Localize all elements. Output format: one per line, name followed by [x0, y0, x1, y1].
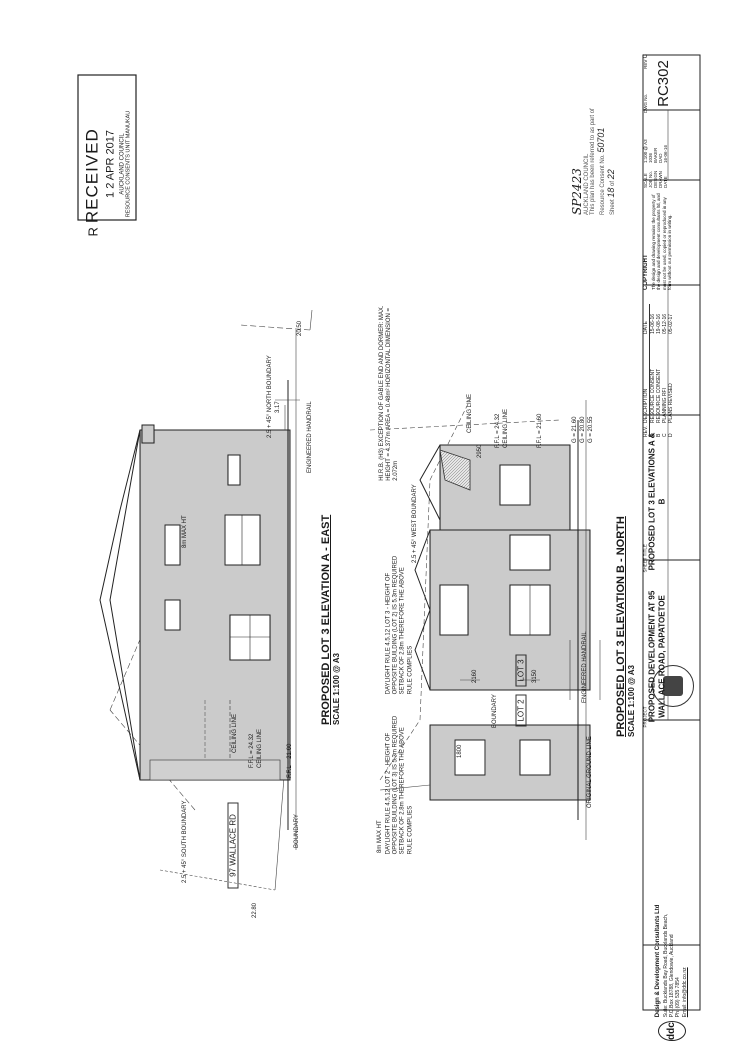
copyright-text: The design and drawing remains the prope…: [650, 193, 673, 290]
ea-dim-mid: 3.17: [275, 401, 281, 413]
eb-lvl2: G = 20.80: [580, 416, 586, 443]
eb-hirb-note: HI.R.B. (H3) EXCEPTION OF GABLE END AND …: [379, 305, 400, 481]
elevation-a-scale: SCALE 1:100 @ A3: [332, 653, 341, 725]
elevation-b-title-block: PROPOSED LOT 3 ELEVATION B - NORTH SCALE…: [615, 516, 645, 737]
approved-sheet-no: 18: [606, 187, 616, 198]
dwg-label: DWG No.: [643, 93, 648, 113]
eb-dim-1800: 1800: [457, 744, 463, 758]
approved-consent-no: 50701: [596, 127, 606, 153]
eb-ceiling-line: CEILING LINE: [467, 393, 473, 433]
approved-of-label: of: [610, 180, 616, 186]
ea-dim-right: 20.50: [297, 320, 303, 336]
rev-label: REV: [643, 59, 648, 69]
eb-west-boundary: 2.5 + 45° WEST BOUNDARY: [412, 484, 418, 563]
eb-lvl3: G = 20.55: [588, 416, 594, 443]
eb-ceiling-line2: CEILING LINE: [503, 408, 509, 448]
rev-value: C: [643, 54, 649, 59]
copyright-section: COPYRIGHT The design and drawing remains…: [643, 187, 700, 290]
eb-ffl-upper: F.F.L = 24.32: [495, 413, 501, 448]
ea-handrail: ENGINEERED HANDRAIL: [307, 401, 313, 473]
table-row: D PLANS REVISED 05-02-17: [668, 304, 674, 437]
table-row: DATE 16-06-16: [663, 119, 668, 188]
approved-sheet-total: 22: [606, 169, 616, 180]
eb-lot3-label: LOT 3: [515, 654, 527, 687]
ea-ffl-upper: F.F.L = 24.32: [249, 733, 255, 768]
company-name: Design & Development Consultants Ltd: [655, 904, 662, 1018]
elevation-b-drawing: [369, 399, 601, 840]
eb-lot2-label: LOT 2: [515, 694, 527, 727]
eb-dim-2160: 2160: [472, 669, 478, 683]
company-section: ddc Design & Development Consultants Ltd…: [643, 905, 700, 1041]
rev-code: D: [668, 433, 674, 437]
rev-header-rev: REV.: [643, 425, 649, 437]
rev-header-date: DATE: [643, 321, 649, 334]
revisions-table: REV. DESCRIPTION DATE A RESOURCE CONSENT…: [643, 304, 700, 437]
sheet-number: RC302: [655, 60, 672, 107]
project-name: PROPOSED DEVELOPMENT AT 95 WALLACE ROAD,…: [647, 590, 667, 723]
ea-north-boundary: 2.5 + 45° NORTH BOUNDARY: [267, 355, 273, 438]
elevation-a-drawing: [99, 309, 313, 891]
elevation-b-scale: SCALE 1:100 @ A3: [627, 665, 636, 737]
stamp-received-title: RECEIVED: [82, 128, 102, 224]
company-email: Email: info@ddc.co.nz: [681, 967, 688, 1018]
rev-date: 05-02-17: [668, 313, 674, 334]
ea-road-label: 97 WALLACE RD: [227, 802, 239, 889]
eb-dim-2950: 2950: [477, 444, 483, 458]
eb-lvl1: G = 21.60: [572, 416, 578, 443]
sheet-title-section: SHEET TITLE PROPOSED LOT 3 ELEVATIONS A …: [643, 431, 700, 573]
rev-header-desc: DESCRIPTION: [643, 388, 649, 423]
ea-dim-left: 22.80: [252, 902, 258, 918]
ea-ceiling-line2: CEILING LINE: [257, 728, 263, 768]
revisions-header: REV. DESCRIPTION DATE: [643, 304, 650, 437]
company-logo: ddc: [657, 1021, 686, 1041]
eb-handrail: ENGINEERED HANDRAIL: [582, 631, 588, 703]
approved-handwritten-ref: SP2423: [570, 168, 584, 215]
eb-ground: ORIGINAL GROUND LINE: [587, 736, 593, 808]
ea-ceiling-line: CEILING LINE: [232, 713, 238, 753]
ea-south-boundary: 2.5 + 45° SOUTH BOUNDARY: [182, 800, 188, 883]
ea-boundary: BOUNDARY: [294, 814, 300, 848]
elevation-a-title-block: PROPOSED LOT 3 ELEVATION A - EAST SCALE …: [320, 505, 350, 725]
ea-max-ht: 8m MAX HT: [182, 515, 188, 548]
stamp-received-date: 1 2 APR 2017: [104, 130, 117, 198]
eb-daylight-lot2: DAYLIGHT RULE 4.5.12 LOT 2 - HEIGHT OF O…: [385, 715, 414, 855]
eb-daylight-lot3: DAYLIGHT RULE 4.5.12 LOT 3 - HEIGHT OF O…: [385, 555, 414, 695]
stamp-dept: RESOURCE CONSENTS UNIT MANUKAU: [125, 110, 132, 218]
accreditation-badge-icon: [652, 665, 694, 707]
elevation-a-title: PROPOSED LOT 3 ELEVATION A - EAST: [320, 514, 332, 725]
copyright-title: COPYRIGHT: [643, 254, 649, 290]
elevation-b-title: PROPOSED LOT 3 ELEVATION B - NORTH: [615, 516, 627, 737]
sheet-title: PROPOSED LOT 3 ELEVATIONS A & B: [647, 432, 667, 571]
stamp-prefix: R: [85, 227, 100, 237]
meta-key: DATE: [663, 176, 668, 188]
rev-desc: PLANS REVISED: [668, 383, 674, 423]
company-logo-text: ddc: [666, 1022, 677, 1040]
title-block-frame: [642, 54, 701, 1011]
dwg-section: DWG No. REV C RC302: [643, 54, 700, 113]
ea-ffl-lower: F.F.L = 21.60: [287, 743, 293, 778]
eb-max-ht: 8m MAX HT: [377, 820, 383, 853]
eb-ffl-lower: F.F.L = 21.60: [537, 413, 543, 448]
approved-sheet-row: Sheet 18 of 22: [606, 35, 616, 215]
approved-consent-row: Resource Consent No. 50701: [596, 35, 606, 215]
received-stamp-frame: [77, 74, 137, 221]
meta-value: 16-06-16: [663, 144, 668, 163]
received-stamp: R RECEIVED 1 2 APR 2017 AUCKLAND COUNCIL…: [79, 92, 137, 237]
approved-stamp: SP2423 AUCKLAND COUNCIL This plan has be…: [570, 35, 630, 215]
project-section: PROJECT PROPOSED DEVELOPMENT AT 95 WALLA…: [643, 586, 700, 728]
eb-dim-3150: 3150: [532, 669, 538, 683]
approved-line4: Sheet: [610, 199, 616, 215]
eb-boundary: BOUNDARY: [492, 694, 498, 728]
